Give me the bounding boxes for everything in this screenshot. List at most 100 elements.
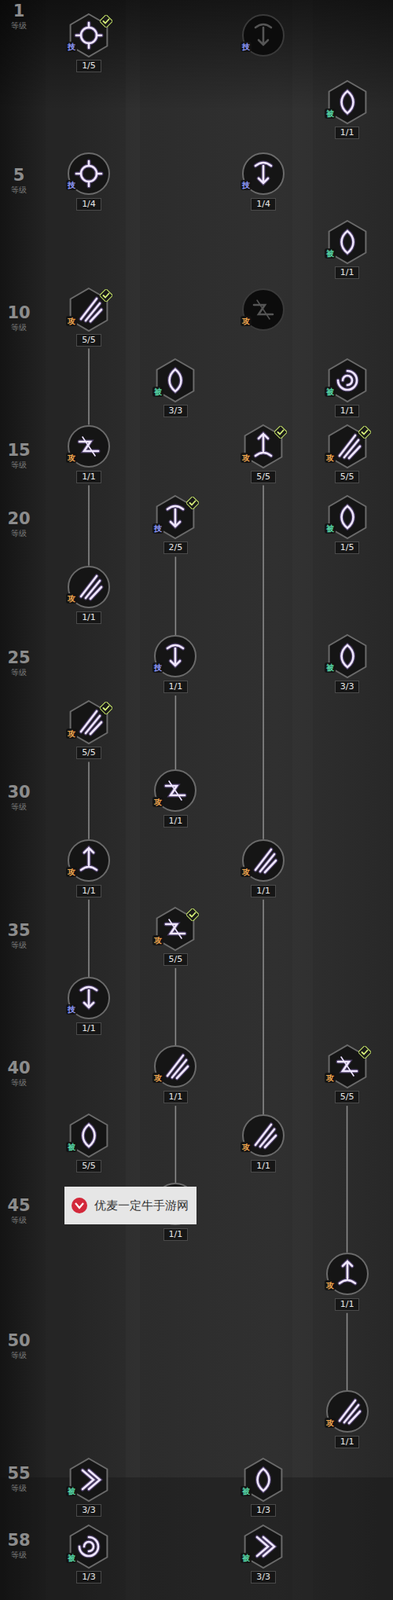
skill-node: 被1/3 (63, 1524, 114, 1585)
skill-type: 攻 (66, 452, 78, 463)
level-unit: 等级 (1, 940, 37, 951)
skill-type: 被 (324, 108, 336, 119)
skill-node: 技1/5 (63, 13, 114, 74)
skill-level: 3/3 (250, 1571, 276, 1584)
skill-type: 攻 (152, 935, 164, 946)
skill-type: 攻 (324, 1072, 336, 1084)
skill-node: 被1/5 (322, 495, 373, 555)
skill-node: 技1/1 (150, 634, 201, 695)
tree-link (88, 761, 90, 839)
level-unit: 等级 (1, 668, 37, 678)
watermark-logo (70, 1197, 89, 1215)
skill-node: 攻 1/1 (322, 1389, 373, 1450)
skill-level: 1/1 (334, 1436, 360, 1449)
skill-type: 被 (240, 1486, 252, 1497)
watermark: 优麦一定牛手游网 (64, 1186, 197, 1225)
skill-node: 攻1/1 (63, 565, 114, 625)
skill-type: 技 (240, 41, 252, 52)
level-unit: 等级 (1, 1215, 37, 1226)
tree-link (175, 556, 177, 636)
level-number: 25 (1, 648, 37, 668)
skill-node: 技2/5 (150, 495, 201, 555)
skill-type: 被 (66, 1142, 78, 1153)
skill-type: 被 (324, 523, 336, 534)
skill-level: 1/3 (76, 1571, 102, 1584)
skill-node: 被1/1 (322, 220, 373, 280)
level-number: 45 (1, 1196, 37, 1216)
skill-node: 被5/5 (63, 1113, 114, 1174)
tree-link (346, 1105, 349, 1253)
skill-level: 1/1 (334, 266, 360, 280)
skill-level: 1/1 (163, 680, 189, 694)
checkmark (358, 1046, 371, 1059)
skill-node: 技 (238, 13, 289, 59)
skill-node: 攻 5/5 (150, 907, 201, 967)
skill-type: 被 (240, 1553, 252, 1564)
level-number: 15 (1, 440, 37, 460)
skill-level: 1/1 (334, 126, 360, 140)
skill-node: 攻 1/1 (63, 838, 114, 899)
skill-type: 被 (66, 1486, 78, 1497)
checkmark (186, 908, 199, 922)
skill-node: 攻5/5 (238, 424, 289, 485)
skill-node: 攻1/1 (150, 768, 201, 829)
skill-node: 攻1/1 (63, 424, 114, 485)
skill-type: 攻 (324, 1280, 336, 1291)
skill-type: 攻 (324, 1417, 336, 1429)
skill-type: 攻 (240, 452, 252, 463)
level-unit: 等级 (1, 1351, 37, 1361)
checkmark (99, 14, 113, 28)
skill-node: 被3/3 (322, 634, 373, 695)
tree-link (88, 485, 90, 566)
checkmark (99, 701, 113, 715)
checkmark (274, 426, 287, 439)
tree-link (262, 899, 265, 1116)
level-unit: 等级 (1, 1483, 37, 1494)
skill-node: 攻 (238, 287, 289, 334)
skill-type: 被 (152, 386, 164, 397)
skill-level: 1/4 (76, 198, 102, 211)
skill-level: 1/1 (250, 885, 276, 898)
level-unit: 等级 (1, 185, 37, 195)
skill-node: 被 1/3 (238, 1458, 289, 1518)
skill-type: 攻 (66, 315, 78, 327)
skill-node: 攻5/5 (322, 1044, 373, 1105)
skill-node: 攻1/1 (322, 1252, 373, 1312)
skill-type: 攻 (66, 866, 78, 878)
skill-level: 1/1 (76, 885, 102, 898)
checkmark (186, 496, 199, 510)
checkmark (99, 289, 113, 302)
skill-type: 攻 (152, 1072, 164, 1084)
skill-level: 1/1 (163, 1228, 189, 1242)
skill-type: 攻 (66, 728, 78, 739)
skill-node: 攻 1/1 (150, 1044, 201, 1105)
level-unit: 等级 (1, 802, 37, 812)
skill-node: 被 3/3 (238, 1524, 289, 1585)
level-number: 5 (1, 165, 37, 185)
skill-level: 1/3 (250, 1504, 276, 1517)
skill-level: 5/5 (163, 953, 189, 966)
level-unit: 等级 (1, 460, 37, 471)
level-number: 35 (1, 921, 37, 941)
skill-type: 技 (152, 523, 164, 534)
skill-node: 攻 5/5 (63, 700, 114, 761)
skill-level: 5/5 (76, 746, 102, 760)
level-unit: 等级 (1, 1550, 37, 1561)
skill-type: 攻 (66, 593, 78, 604)
skill-level: 1/1 (76, 1022, 102, 1036)
skill-node: 攻5/5 (63, 287, 114, 348)
skill-level: 1/1 (163, 815, 189, 828)
level-number: 40 (1, 1058, 37, 1078)
skill-level: 1/1 (163, 1090, 189, 1104)
level-number: 1 (1, 1, 37, 21)
tree-link (175, 968, 177, 1046)
skill-level: 1/1 (334, 404, 360, 418)
skill-node: 攻1/1 (238, 1113, 289, 1174)
tree-link (88, 348, 90, 426)
level-number: 30 (1, 782, 37, 802)
level-number: 55 (1, 1464, 37, 1484)
skill-type: 技 (66, 41, 78, 52)
skill-type: 技 (240, 179, 252, 191)
skill-node: 技1/4 (63, 151, 114, 212)
